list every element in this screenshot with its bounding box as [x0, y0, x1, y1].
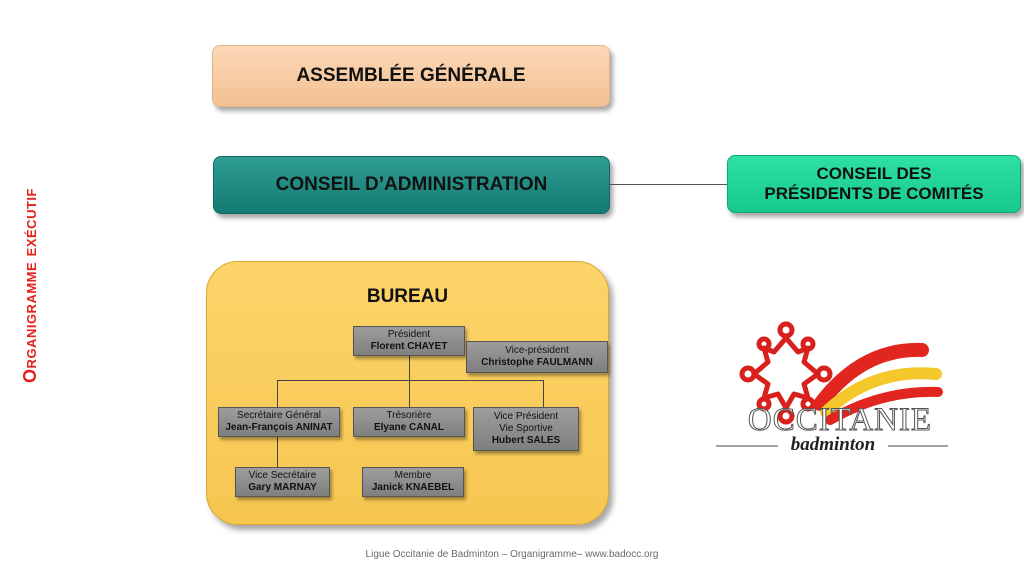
bureau-title: BUREAU — [366, 286, 449, 307]
member-name: Elyane CANAL — [373, 422, 444, 433]
occitanie-badminton-logo: OCCITANIE badminton — [716, 321, 948, 455]
member-role: Président — [387, 329, 431, 340]
member-tresoriere: Trésorière Elyane CANAL — [353, 407, 465, 437]
member-role: Membre — [394, 470, 432, 481]
org-line-tresoriere — [409, 380, 410, 407]
member-vice-secretaire: Vice Secrétaire Gary MARNAY — [235, 467, 330, 497]
conseil-administration-box: CONSEIL D’ADMINISTRATION — [213, 156, 610, 214]
logo-word: OCCITANIE — [748, 402, 932, 438]
footer: Ligue Occitanie de Badminton – Organigra… — [365, 549, 659, 560]
org-line-vice-secretaire — [277, 436, 278, 468]
member-president: Président Florent CHAYET — [353, 326, 465, 356]
side-title: Organigramme exécutif — [10, 135, 50, 435]
side-title-text: Organigramme exécutif — [19, 187, 40, 383]
member-name: Gary MARNAY — [248, 482, 317, 493]
member-name: Hubert SALES — [491, 435, 561, 446]
member-role: Vice Secrétaire — [248, 470, 317, 481]
member-secretaire-general: Secrétaire Général Jean-François ANINAT — [218, 407, 340, 437]
member-role: Secrétaire Général — [237, 410, 321, 421]
member-role: Vice-président — [505, 345, 569, 356]
member-name: Janick KNAEBEL — [371, 482, 455, 493]
org-line-president-down — [409, 355, 410, 381]
occitan-cross-icon — [739, 321, 833, 425]
assemblee-generale-label: ASSEMBLÉE GÉNÉRALE — [296, 65, 526, 86]
connector-line — [610, 184, 727, 185]
org-line-secretaire — [277, 380, 278, 407]
member-name: Florent CHAYET — [370, 341, 448, 352]
member-role-2: Vie Sportive — [499, 423, 553, 434]
member-membre: Membre Janick KNAEBEL — [362, 467, 464, 497]
member-vice-president: Vice-président Christophe FAULMANN — [466, 341, 608, 373]
conseil-presidents-line-1: CONSEIL DES — [816, 164, 932, 183]
org-line-vice-sportive — [543, 380, 544, 407]
bureau-panel: BUREAU Président Florent CHAYET Vice-pré… — [206, 261, 609, 525]
member-role: Vice Président — [493, 411, 559, 422]
assemblee-generale-box: ASSEMBLÉE GÉNÉRALE — [212, 45, 610, 107]
member-name: Jean-François ANINAT — [225, 422, 333, 433]
member-vice-president-sportive: Vice Président Vie Sportive Hubert SALES — [473, 407, 579, 451]
conseil-presidents-line-2: PRÉSIDENTS DE COMITÉS — [764, 184, 984, 203]
logo-sub: badminton — [791, 434, 875, 455]
shuttle-stripes — [813, 342, 943, 425]
conseil-presidents-box: CONSEIL DES PRÉSIDENTS DE COMITÉS — [727, 155, 1021, 213]
conseil-administration-label: CONSEIL D’ADMINISTRATION — [275, 174, 548, 195]
org-line-horizontal — [277, 380, 543, 381]
member-name: Christophe FAULMANN — [481, 357, 593, 368]
member-role: Trésorière — [386, 410, 432, 421]
